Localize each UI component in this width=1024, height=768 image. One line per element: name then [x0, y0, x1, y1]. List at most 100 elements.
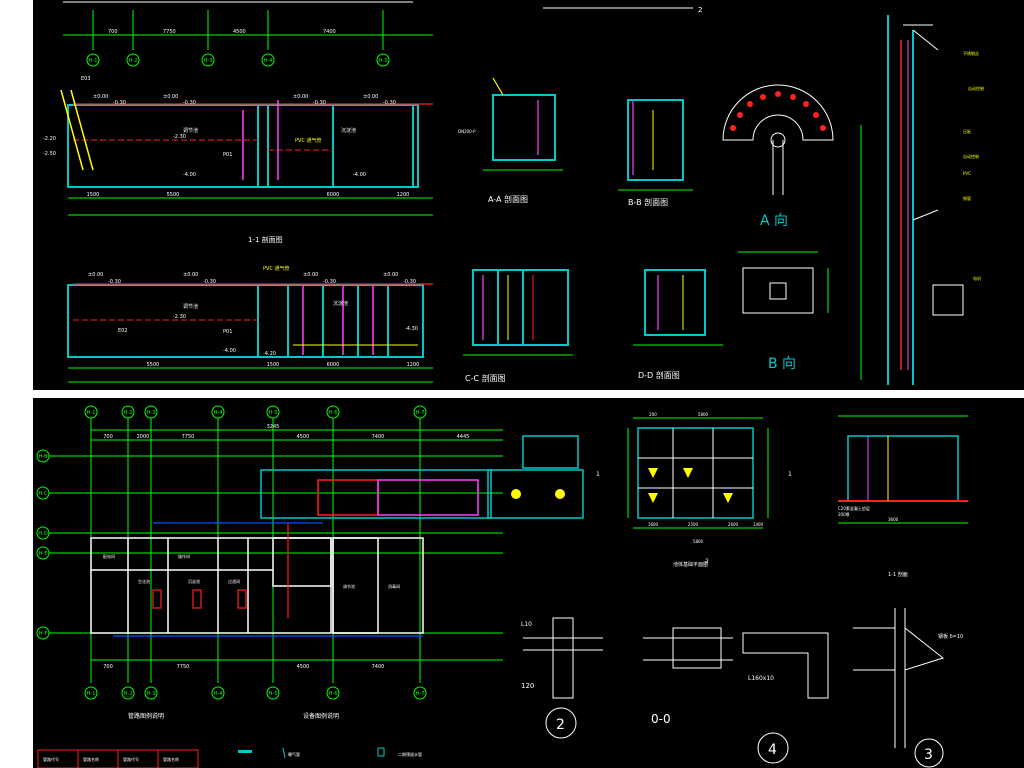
right-label: 钢管: [963, 195, 971, 201]
section-title-1-1: 1-1 剖面图: [248, 235, 283, 244]
elev: ±0.00: [293, 94, 308, 100]
legend-symbols: [238, 747, 385, 759]
room: 生化池: [138, 578, 150, 584]
foundation-plan: [627, 417, 769, 529]
legend-header: 管路代号: [43, 756, 59, 762]
detail-0-0: [643, 627, 733, 669]
elev: -0.30: [313, 100, 326, 106]
grid-label: H-D: [38, 531, 48, 537]
dim-top-3: 4500: [233, 29, 246, 35]
dim: 3600: [888, 517, 899, 522]
room: 消毒间: [388, 583, 400, 589]
room: 配电间: [103, 553, 115, 559]
elev: ±0.00: [163, 94, 178, 100]
legend-item: 二期预留水管: [398, 751, 422, 757]
dim: 1500: [267, 362, 280, 368]
section-title-bb: B-B 剖面图: [628, 197, 668, 207]
elev: -0.30: [108, 279, 121, 285]
detail-label: 钢板 δ=10: [938, 633, 963, 640]
dim: 4500: [297, 434, 310, 440]
dim-top-4: 7400: [323, 29, 336, 35]
dim: 1200: [407, 362, 420, 368]
grid-label: H-5: [379, 58, 388, 64]
dim: 4445: [457, 434, 470, 440]
elev: -2.20: [43, 136, 56, 142]
grid-label: H-4: [214, 691, 223, 697]
plan-grid-left: [36, 449, 503, 640]
pipe-label: DN200-P: [458, 129, 476, 134]
elev: ±0.00: [183, 272, 198, 278]
detail-label: L10: [521, 621, 532, 628]
grid-label: H-1: [89, 58, 98, 64]
note: C20素混凝土垫层: [838, 505, 870, 511]
view-b-figure: [738, 251, 829, 314]
room-label: 调节池: [183, 127, 198, 134]
marker: 2: [705, 558, 709, 565]
dim: 4500: [297, 664, 310, 670]
room: 过滤间: [228, 578, 240, 584]
grid-label: H-7: [416, 410, 425, 416]
grid-label: H-E: [39, 551, 48, 557]
dim: 7750: [177, 664, 190, 670]
elev: -4.30: [405, 326, 418, 332]
elev: ±0.00: [88, 272, 103, 278]
grid-label: H-3: [204, 58, 213, 64]
elev: -0.30: [203, 279, 216, 285]
grid-label: H-2: [129, 58, 138, 64]
bottom-drawing-panel: H-1 H-2 H-3 H-4 H-5 H-6 H-7 700 2000 775…: [33, 398, 1024, 768]
grid-label: H-3: [147, 691, 156, 697]
detail-dim: 120: [521, 682, 534, 690]
section-1-1-lower: [67, 283, 433, 383]
dim-top-2: 7750: [163, 29, 176, 35]
grid-label: H-B: [39, 454, 48, 460]
marker: 1: [596, 471, 600, 478]
pvc-label: PVC 通气管: [295, 137, 322, 144]
right-label: 压板: [963, 128, 971, 134]
section-title-dd: D-D 剖面图: [638, 370, 680, 380]
pump-label: P01: [223, 329, 232, 335]
dim: 3245: [267, 424, 280, 430]
dim: 2600: [728, 522, 739, 527]
grid-label: H-1: [87, 691, 96, 697]
marker: 1: [788, 471, 792, 478]
view-b-title: B 向: [768, 356, 796, 372]
room-label: 沉淀池: [333, 300, 348, 307]
view-a-title: A 向: [760, 213, 788, 229]
elev: -2.30: [173, 134, 186, 140]
bottom-drawing-svg: H-1 H-2 H-3 H-4 H-5 H-6 H-7 700 2000 775…: [36, 405, 968, 768]
grid-label: H-4: [264, 58, 273, 64]
right-label: 自动控制: [968, 85, 984, 91]
room: 操作间: [178, 553, 190, 559]
elev: -4.00: [223, 348, 236, 354]
foundation-fills: [648, 468, 733, 503]
dim: 200: [649, 412, 657, 417]
elev: -0.30: [113, 100, 126, 106]
elev: -0.30: [323, 279, 336, 285]
section-1-1-upper: [60, 89, 433, 216]
dim: 6000: [327, 192, 340, 198]
top-drawing-panel: 700 7750 4500 7400 H-1 H-2 H-3 H-4 H-5 2…: [33, 0, 1024, 390]
elev: -0.30: [183, 100, 196, 106]
grid-label: H-6: [329, 691, 338, 697]
section-marker: 2: [698, 6, 702, 14]
grid-label: H-3: [147, 410, 156, 416]
legend-table: [37, 749, 199, 768]
view-a-holes: [730, 91, 826, 131]
legend-header: 管路名称: [163, 756, 179, 762]
room-label: 调节池: [183, 303, 198, 310]
dim: 5500: [147, 362, 160, 368]
detail-id: 3: [924, 747, 933, 763]
elev: ±0.00: [383, 272, 398, 278]
section-aa: [483, 77, 563, 171]
elev: -0.30: [403, 279, 416, 285]
room-label: 沉淀池: [341, 127, 356, 134]
grid-label: H-5: [269, 410, 278, 416]
note: 200厚: [838, 512, 850, 517]
section-cc: [463, 269, 573, 356]
legend-header: 管路名称: [83, 756, 99, 762]
dim: 2500: [688, 522, 699, 527]
dim: 1500: [87, 192, 100, 198]
elev: ±0.00: [303, 272, 318, 278]
detail-id: 2: [556, 717, 565, 733]
elev: -4.20: [263, 351, 276, 357]
